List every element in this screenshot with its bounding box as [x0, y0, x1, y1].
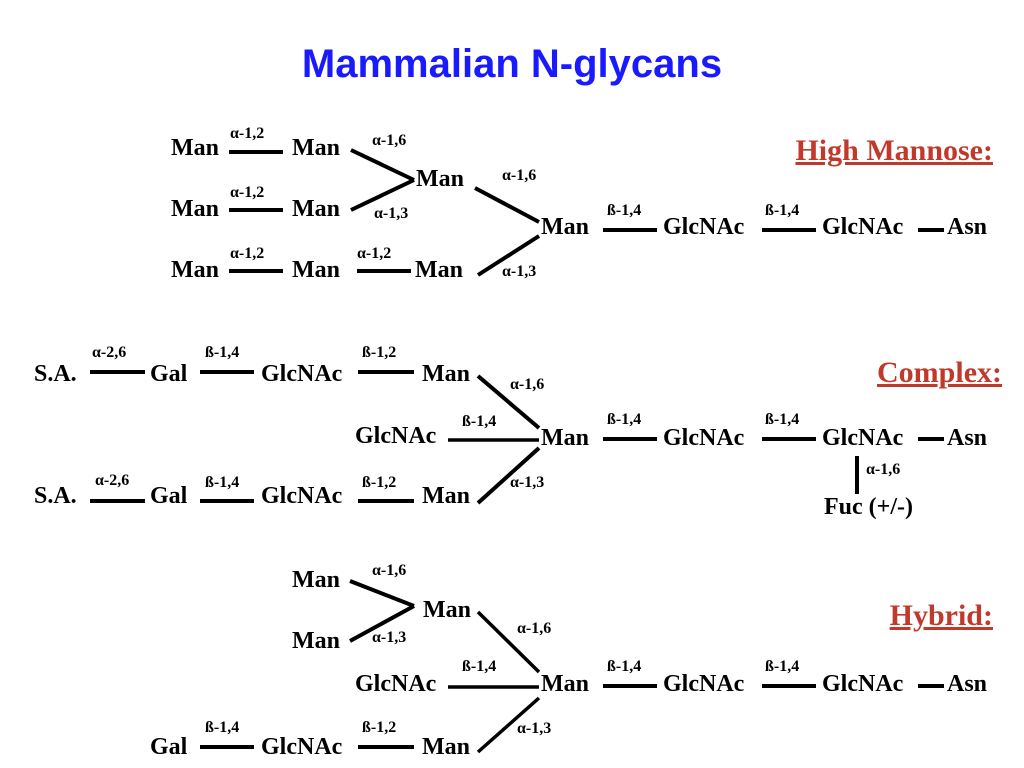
- linkage-label: ß-1,4: [462, 658, 496, 675]
- residue-man: Man: [416, 166, 464, 192]
- linkage-label: α-1,2: [357, 245, 391, 262]
- residue-glcnac: GlcNAc: [822, 425, 904, 451]
- linkage-label: α-2,6: [95, 472, 129, 489]
- linkage-label: α-1,2: [230, 245, 264, 262]
- residue-man: Man: [171, 257, 219, 283]
- residue-man-core: Man: [541, 425, 589, 451]
- linkage-label: α-1,3: [502, 263, 536, 280]
- bond-line: [476, 610, 541, 674]
- linkage-label: α-1,6: [866, 461, 900, 478]
- residue-man: Man: [171, 196, 219, 222]
- bond-line: [476, 446, 541, 505]
- residue-man: Man: [292, 567, 340, 593]
- linkage-label: ß-1,4: [607, 411, 641, 428]
- linkage-label: α-2,6: [92, 344, 126, 361]
- linkage-label: α-1,6: [372, 562, 406, 579]
- residue-glcnac: GlcNAc: [822, 214, 904, 240]
- residue-man: Man: [422, 734, 470, 760]
- linkage-label: ß-1,4: [607, 202, 641, 219]
- bond-line: [476, 234, 541, 277]
- linkage-label: α-1,6: [502, 167, 536, 184]
- bond-line: [349, 579, 415, 608]
- linkage-label: α-1,3: [510, 474, 544, 491]
- residue-man: Man: [422, 483, 470, 509]
- linkage-label: α-1,3: [374, 205, 408, 222]
- linkage-label: ß-1,4: [205, 344, 239, 361]
- residue-asn: Asn: [947, 425, 987, 451]
- residue-sialic-acid: S.A.: [34, 483, 77, 509]
- complex-heading: Complex:: [877, 356, 1002, 389]
- linkage-label: ß-1,2: [362, 719, 396, 736]
- linkage-label: ß-1,4: [205, 474, 239, 491]
- residue-glcnac: GlcNAc: [663, 425, 745, 451]
- residue-gal: Gal: [150, 734, 188, 760]
- linkage-label: ß-1,2: [362, 344, 396, 361]
- linkage-label: ß-1,4: [205, 719, 239, 736]
- residue-man: Man: [292, 257, 340, 283]
- linkage-label: ß-1,2: [362, 474, 396, 491]
- bond-line: [474, 186, 540, 224]
- residue-glcnac-bisecting: GlcNAc: [355, 423, 437, 449]
- residue-glcnac-bisecting: GlcNAc: [355, 671, 437, 697]
- linkage-label: ß-1,4: [765, 202, 799, 219]
- residue-man: Man: [292, 196, 340, 222]
- bond-line: [476, 374, 541, 430]
- residue-man: Man: [415, 257, 463, 283]
- residue-gal: Gal: [150, 483, 188, 509]
- bond-line: [476, 696, 541, 754]
- residue-man-core: Man: [541, 214, 589, 240]
- residue-man-core: Man: [541, 671, 589, 697]
- complex-structure: Complex: S.A. Gal GlcNAc Man α-2,6 ß-1,4…: [34, 344, 1002, 520]
- hybrid-heading: Hybrid:: [890, 599, 993, 632]
- linkage-label: α-1,6: [517, 620, 551, 637]
- page-title: Mammalian N-glycans: [302, 42, 722, 86]
- residue-glcnac: GlcNAc: [261, 361, 343, 387]
- residue-gal: Gal: [150, 361, 188, 387]
- residue-man: Man: [292, 135, 340, 161]
- linkage-label: ß-1,4: [607, 658, 641, 675]
- linkage-label: α-1,3: [372, 629, 406, 646]
- bond-line: [349, 604, 415, 643]
- linkage-label: ß-1,4: [462, 413, 496, 430]
- linkage-label: α-1,6: [510, 376, 544, 393]
- residue-glcnac: GlcNAc: [822, 671, 904, 697]
- residue-glcnac: GlcNAc: [663, 671, 745, 697]
- linkage-label: α-1,2: [230, 184, 264, 201]
- high-mannose-structure: High Mannose: Man Man Man Man Man Man Ma…: [171, 125, 993, 283]
- residue-sialic-acid: S.A.: [34, 361, 77, 387]
- bond-line: [350, 178, 415, 212]
- hybrid-structure: Hybrid: Man Man Man α-1,6 α-1,3 α-1,6 Gl…: [150, 562, 993, 760]
- residue-glcnac: GlcNAc: [663, 214, 745, 240]
- high-mannose-heading: High Mannose:: [795, 134, 993, 167]
- residue-man: Man: [171, 135, 219, 161]
- residue-asn: Asn: [947, 214, 987, 240]
- bond-line: [350, 148, 415, 182]
- residue-fucose: Fuc (+/-): [824, 494, 913, 520]
- residue-asn: Asn: [947, 671, 987, 697]
- linkage-label: α-1,2: [230, 125, 264, 142]
- residue-glcnac: GlcNAc: [261, 734, 343, 760]
- linkage-label: α-1,3: [517, 720, 551, 737]
- linkage-label: α-1,6: [372, 132, 406, 149]
- residue-glcnac: GlcNAc: [261, 483, 343, 509]
- residue-man: Man: [292, 628, 340, 654]
- linkage-label: ß-1,4: [765, 658, 799, 675]
- residue-man: Man: [423, 597, 471, 623]
- residue-man: Man: [422, 361, 470, 387]
- linkage-label: ß-1,4: [765, 411, 799, 428]
